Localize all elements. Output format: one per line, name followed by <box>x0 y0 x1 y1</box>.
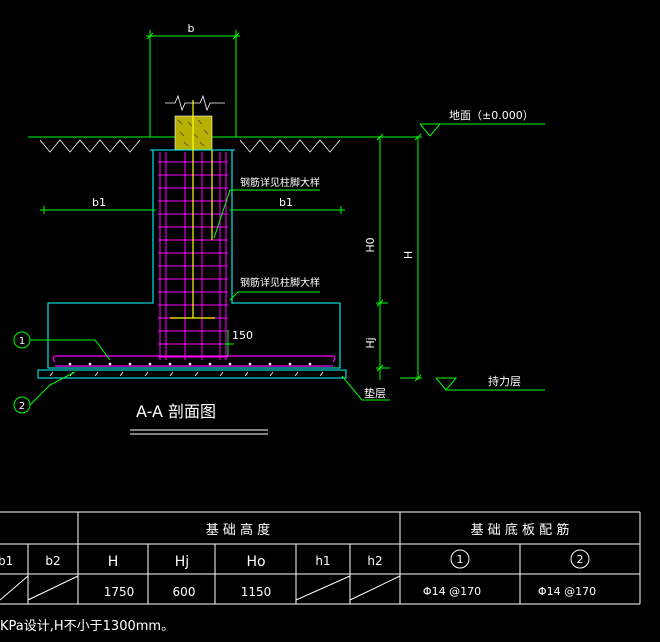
header-H: H <box>108 554 119 570</box>
bearing-layer-mark <box>435 377 545 391</box>
header-r1: 1 <box>457 553 464 566</box>
dim-H0-label: H0 <box>364 237 377 252</box>
dimension-b <box>146 30 240 137</box>
dim-b1-left-label: b1 <box>92 196 106 209</box>
ground-note: 地面（±0.000） <box>449 109 534 122</box>
header-r2: 2 <box>577 553 584 566</box>
header-r1-circle <box>450 549 470 569</box>
callout-1 <box>13 331 111 361</box>
callout-2-label: 2 <box>19 401 25 412</box>
anchor-bar <box>170 100 215 319</box>
rebar-note-mid: 钢筋详见柱脚大样 <box>240 276 320 289</box>
column-rebar-cage <box>159 152 227 360</box>
dim-b-label: b <box>188 22 195 35</box>
cell-r1: Φ14 @170 <box>423 585 481 598</box>
header-Hj: Hj <box>175 554 189 570</box>
dim-Hj-label: Hj <box>364 337 377 348</box>
header-b1: b1 <box>0 554 13 568</box>
callout-1-label: 1 <box>19 336 25 347</box>
table-group-height: 基 础 高 度 <box>206 522 270 538</box>
dimension-vertical <box>376 133 422 382</box>
dim-150-label: 150 <box>232 329 253 342</box>
title-underline <box>130 429 268 435</box>
rebar-note-leaders <box>213 189 320 301</box>
callout-2 <box>13 371 76 414</box>
dim-b1-right-label: b1 <box>279 196 293 209</box>
header-h1: h1 <box>315 554 330 568</box>
cushion-layer <box>37 369 347 379</box>
bearing-note: 持力层 <box>488 374 521 388</box>
header-h2: h2 <box>367 554 382 568</box>
ground-hatch <box>39 139 341 153</box>
header-b2: b2 <box>45 554 60 568</box>
header-Ho: Ho <box>246 554 265 570</box>
dimension-150 <box>224 330 234 356</box>
cell-Ho: 1150 <box>241 585 272 599</box>
cushion-note: 垫层 <box>364 386 386 400</box>
rebar-note-top: 钢筋详见柱脚大样 <box>240 176 320 189</box>
cell-H: 1750 <box>104 585 135 599</box>
section-title: A-A 剖面图 <box>136 402 216 421</box>
cell-r2: Φ14 @170 <box>538 585 596 598</box>
cushion-hatch <box>49 371 324 377</box>
dim-H-label: H <box>402 251 415 259</box>
column-stub <box>165 94 225 151</box>
slab-rebar-dots <box>68 362 312 366</box>
dimension-b1-right <box>230 206 345 214</box>
footnote: KPa设计,H不小于1300mm。 <box>0 619 174 634</box>
slab-rebar <box>52 355 336 367</box>
ground-level-mark <box>419 123 545 137</box>
cushion-leader <box>341 375 390 401</box>
header-r2-circle <box>570 549 590 569</box>
cell-Hj: 600 <box>173 585 196 599</box>
table-group-rebar: 基 础 底 板 配 筋 <box>471 522 570 538</box>
dimension-b1-left <box>40 206 156 214</box>
table-grid <box>0 511 641 605</box>
